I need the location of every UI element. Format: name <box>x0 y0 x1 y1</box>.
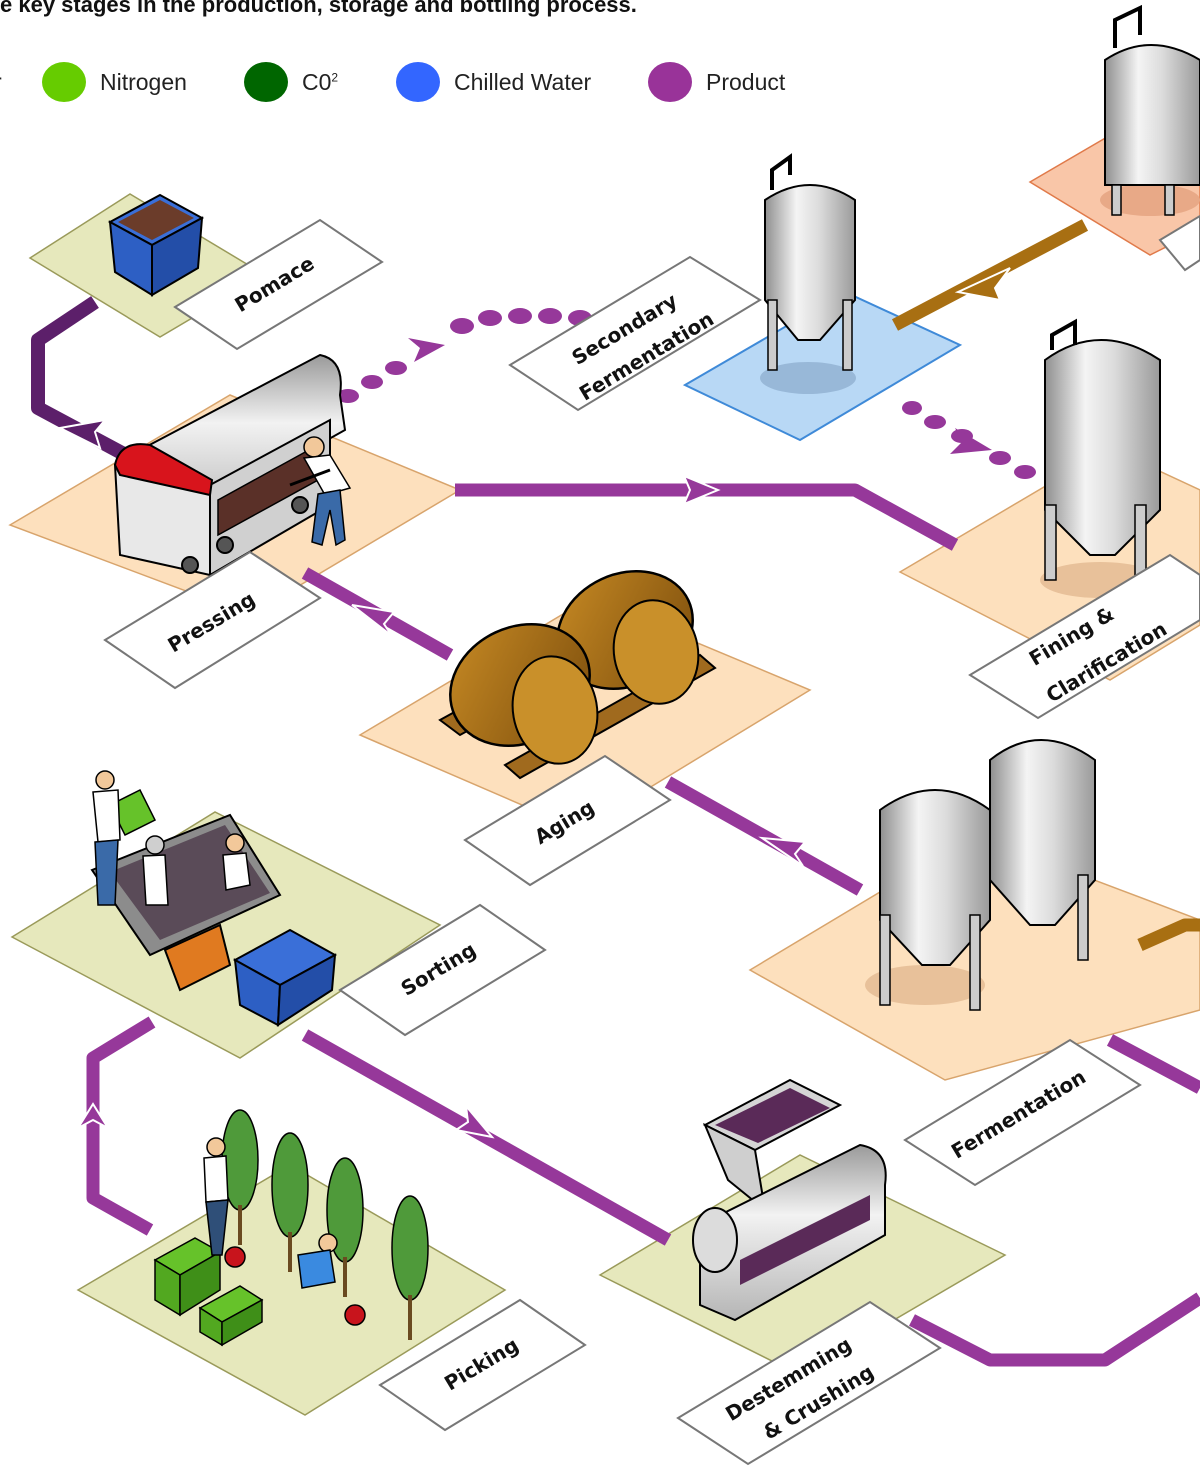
barrels <box>438 570 717 780</box>
legend-label-co2-text: C0 <box>302 68 332 95</box>
sorting-table <box>90 770 338 1027</box>
arrow-to-aging <box>758 836 807 867</box>
legend-swatch-co2 <box>244 62 288 102</box>
worker-pressing <box>289 436 352 547</box>
legend-label-chilled-water: Chilled Water <box>454 68 592 95</box>
product-fermentation-to-aging <box>664 776 864 896</box>
product-sorting-to-destemming <box>301 1029 672 1246</box>
worker-head <box>206 1137 226 1157</box>
tank-top-right <box>1100 4 1200 216</box>
tree <box>271 1132 309 1272</box>
product-fermentation-right <box>1106 1034 1200 1094</box>
legend-item-co2: C02 <box>244 62 338 102</box>
legend-swatch-product <box>648 62 692 102</box>
crate <box>179 1250 221 1317</box>
product-picking-to-sorting <box>86 1016 156 1236</box>
legend-item-water: r <box>0 62 2 102</box>
worker-legs <box>205 1199 229 1256</box>
destemmer-crusher <box>692 1078 887 1322</box>
legend-label-product: Product <box>706 68 786 95</box>
pomace-bin <box>107 193 205 297</box>
arrow-to-pressing <box>351 604 396 637</box>
product-destemming-to-right <box>909 1292 1200 1367</box>
tank-secondary <box>760 153 856 394</box>
arrow-to-sorting <box>75 1102 111 1131</box>
bucket <box>344 1304 366 1326</box>
label-pressing: Pressing <box>103 550 322 690</box>
legend-label-co2-sup: 2 <box>331 69 339 84</box>
label-secondary-fermentation: Secondary Fermentation <box>508 255 762 412</box>
tank-fermentation <box>865 739 1096 1011</box>
label-aging: Aging <box>463 754 672 887</box>
water-pipe-right <box>1137 918 1200 951</box>
tree <box>326 1157 364 1297</box>
worker-body <box>203 1155 229 1203</box>
crate <box>221 1298 263 1347</box>
label-top-right <box>1158 214 1200 272</box>
vineyard <box>153 1109 429 1347</box>
diagram-subtitle: e key stages in the production, storage … <box>0 0 637 17</box>
legend-label-co2: C02 <box>302 69 338 96</box>
legend-item-nitrogen: Nitrogen <box>42 62 187 102</box>
wine-press <box>113 353 347 577</box>
legend-label-water: r <box>0 69 2 96</box>
arrowheads <box>56 267 1011 1139</box>
product-pressing-to-fining <box>455 483 959 551</box>
arrow-to-destemming <box>453 1102 495 1139</box>
arrow-dotted-right <box>950 428 992 454</box>
label-sorting: Sorting <box>338 903 547 1037</box>
legend-label-nitrogen: Nitrogen <box>100 68 187 95</box>
legend-swatch-chilled-water <box>396 62 440 102</box>
worker-body <box>297 1249 336 1289</box>
legend-swatch-nitrogen <box>42 62 86 102</box>
legend-item-product: Product <box>648 62 785 102</box>
tree <box>391 1195 429 1340</box>
label-picking: Picking <box>378 1298 587 1432</box>
tree <box>221 1109 259 1245</box>
arrow-pressing-to-fining <box>682 474 721 506</box>
worker-head <box>318 1233 338 1253</box>
legend-item-chilled-water: Chilled Water <box>396 62 591 102</box>
arrow-pomace <box>56 418 108 450</box>
bucket <box>224 1246 246 1268</box>
arrow-dotted-top <box>408 338 445 362</box>
arrow-water <box>954 267 1011 302</box>
water-pipe-top <box>891 219 1089 331</box>
